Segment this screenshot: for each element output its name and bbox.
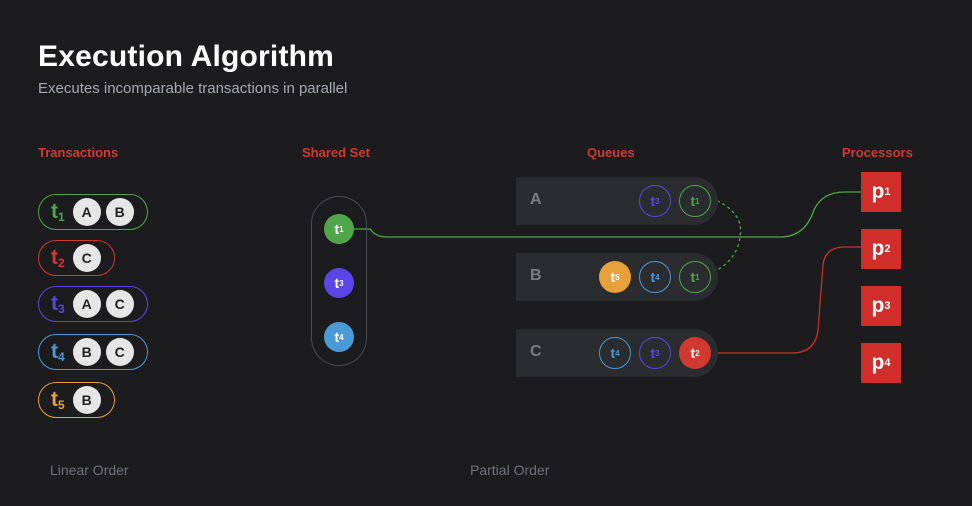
- resource-a: A: [72, 198, 101, 226]
- resource-a: A: [72, 290, 101, 318]
- transaction-label: t1: [51, 200, 65, 224]
- queue-label: A: [530, 191, 542, 208]
- partial-order-label: Partial Order: [470, 462, 550, 478]
- transactions-heading: Transactions: [38, 145, 119, 160]
- dependency-t1-a-b: [705, 195, 742, 277]
- processors-heading: Processors: [842, 145, 913, 160]
- linear-order-label: Linear Order: [50, 462, 129, 478]
- resource-b: B: [72, 338, 101, 366]
- queue-label: B: [530, 267, 542, 284]
- wire-t1-to-p1: [352, 191, 861, 238]
- page-title: Execution Algorithm: [38, 40, 335, 73]
- resource-c: C: [72, 244, 101, 272]
- transaction-t5: t5 B: [38, 382, 115, 418]
- shared-set-capsule: [311, 196, 367, 366]
- resource-c: C: [105, 290, 134, 318]
- transaction-label: t3: [51, 292, 65, 316]
- queue-label: C: [530, 343, 542, 360]
- transaction-label: t4: [51, 340, 65, 364]
- wire-t2-to-p2: [712, 246, 861, 354]
- page-subtitle: Executes incomparable transactions in pa…: [38, 80, 348, 97]
- resource-b: B: [72, 386, 101, 414]
- transaction-label: t5: [51, 388, 65, 412]
- shared-set-heading: Shared Set: [302, 145, 370, 160]
- transaction-label: t2: [51, 246, 65, 270]
- resource-c: C: [105, 338, 134, 366]
- resource-b: B: [105, 198, 134, 226]
- transaction-t2: t2 C: [38, 240, 115, 276]
- queues-heading: Queues: [587, 145, 635, 160]
